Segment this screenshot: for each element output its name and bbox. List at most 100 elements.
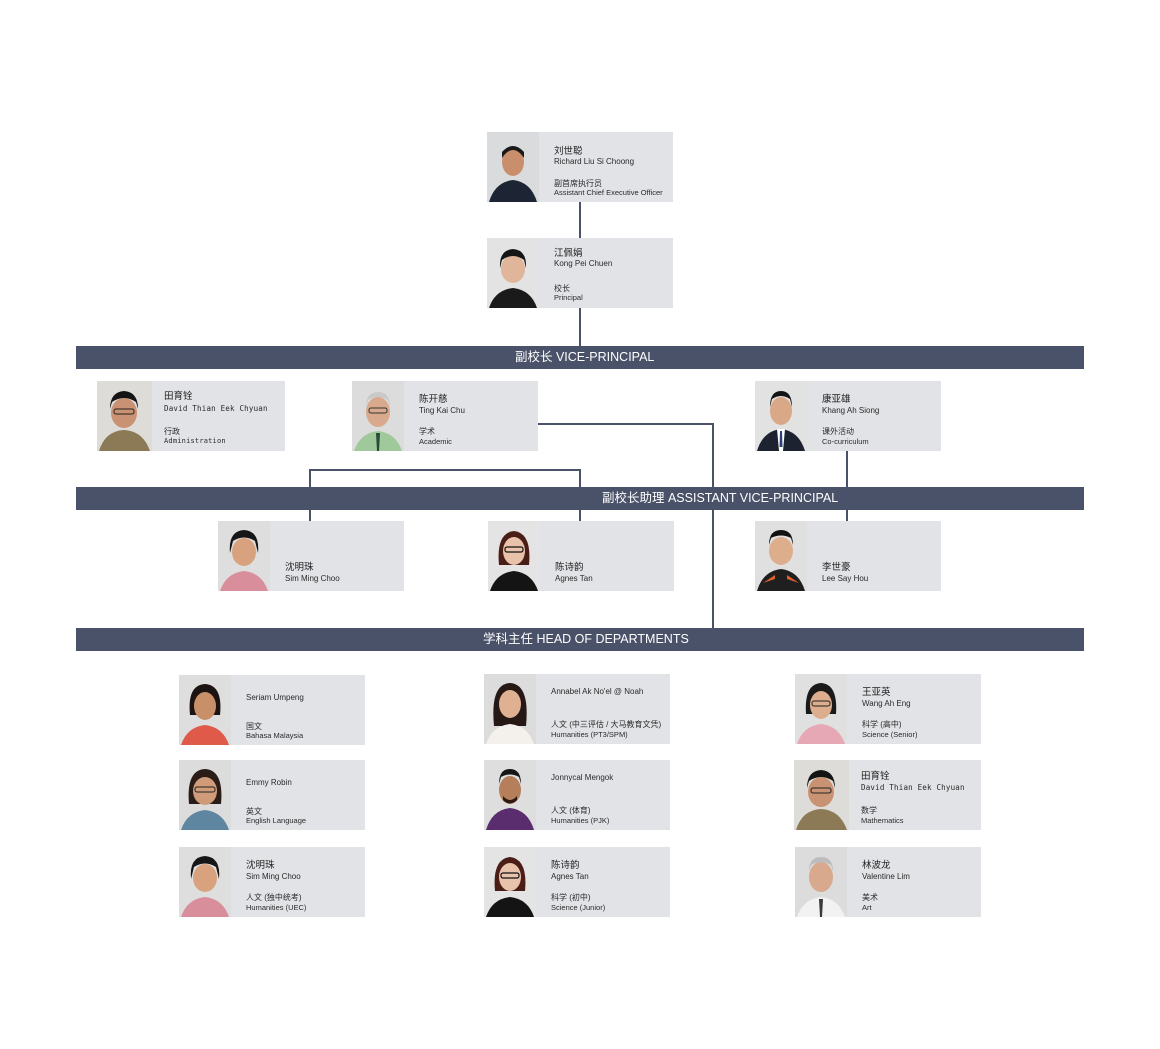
- role-chinese: 美术: [862, 893, 878, 902]
- card-avp-sim-ming-choo: 沈明珠 Sim Ming Choo: [218, 521, 404, 591]
- person-name-english: Sim Ming Choo: [246, 872, 301, 881]
- portrait-photo: [755, 521, 807, 591]
- portrait-photo: [352, 381, 404, 451]
- card-avp-agnes-tan: 陈诗韵 Agnes Tan: [488, 521, 674, 591]
- person-name-chinese: 陈开慈: [419, 394, 448, 405]
- card-head-bahasa-malaysia: Seriam Umpeng 国文 Bahasa Malaysia: [179, 675, 365, 745]
- connector-cocurriculum-avp: [846, 450, 848, 521]
- connector-principal-vp: [579, 307, 581, 346]
- person-name-english: Lee Say Hou: [822, 574, 869, 583]
- card-principal: 江佩娟 Kong Pei Chuen 校长 Principal: [487, 238, 673, 308]
- portrait-photo: [794, 760, 849, 830]
- role-english: Humanities (PJK): [551, 816, 610, 825]
- card-head-humanities-uec: 沈明珠 Sim Ming Choo 人文 (独中统考) Humanities (…: [179, 847, 365, 917]
- card-avp-lee-say-hou: 李世豪 Lee Say Hou: [755, 521, 941, 591]
- role-english: Science (Junior): [551, 903, 606, 912]
- connector-academic-vertical: [712, 423, 714, 628]
- person-name-chinese: 沈明珠: [246, 860, 275, 871]
- person-name-english: Wang Ah Eng: [862, 699, 911, 708]
- portrait-photo: [484, 674, 536, 744]
- person-name-english: Jonnycal Mengok: [551, 773, 614, 782]
- card-head-english-language: Emmy Robin 英文 English Language: [179, 760, 365, 830]
- role-chinese: 学术: [419, 427, 435, 436]
- person-name-chinese: 陈诗韵: [555, 562, 584, 573]
- portrait-photo: [218, 521, 270, 591]
- role-english: Humanities (PT3/SPM): [551, 730, 628, 739]
- portrait-photo: [487, 132, 539, 202]
- role-english: Mathematics: [861, 816, 904, 825]
- vice-principal-band-label: 副校长 VICE-PRINCIPAL: [515, 350, 655, 364]
- portrait-photo: [97, 381, 152, 451]
- card-head-humanities-pjk: Jonnycal Mengok 人文 (体育) Humanities (PJK): [484, 760, 670, 830]
- person-name-english: David Thian Eek Chyuan: [164, 404, 268, 413]
- role-english: Academic: [419, 437, 452, 446]
- role-chinese: 课外活动: [822, 427, 854, 436]
- person-name-english: Agnes Tan: [551, 872, 589, 881]
- card-head-humanities-pt3-spm: Annabel Ak No'el @ Noah 人文 (中三评估 / 大马教育文…: [484, 674, 670, 744]
- portrait-photo: [487, 238, 539, 308]
- person-name-english: Khang Ah Siong: [822, 406, 880, 415]
- person-name-chinese: 刘世聪: [554, 146, 583, 157]
- card-vp-academic: 陈开慈 Ting Kai Chu 学术 Academic: [352, 381, 538, 451]
- card-vp-administration: 田育铨 David Thian Eek Chyuan 行政 Administra…: [97, 381, 285, 451]
- role-chinese: 副首席执行员: [554, 179, 602, 188]
- role-english: English Language: [246, 816, 307, 825]
- person-name-chinese: 王亚英: [862, 687, 891, 698]
- role-english: Humanities (UEC): [246, 903, 307, 912]
- role-english: Assistant Chief Executive Officer: [554, 188, 663, 197]
- person-name-english: Seriam Umpeng: [246, 693, 304, 702]
- connector-avp-bracket-top: [309, 469, 581, 471]
- person-name-english: Agnes Tan: [555, 574, 593, 583]
- person-name-english: Kong Pei Chuen: [554, 259, 613, 268]
- role-chinese: 人文 (独中统考): [246, 893, 302, 902]
- role-chinese: 国文: [246, 722, 262, 731]
- role-english: Principal: [554, 293, 583, 302]
- person-name-english: Ting Kai Chu: [419, 406, 465, 415]
- person-name-english: Emmy Robin: [246, 778, 292, 787]
- portrait-photo: [488, 521, 540, 591]
- portrait-photo: [179, 847, 231, 917]
- portrait-photo: [484, 760, 536, 830]
- assistant-vice-principal-band: 副校长助理 ASSISTANT VICE-PRINCIPAL: [76, 487, 1084, 510]
- card-head-science-junior: 陈诗韵 Agnes Tan 科学 (初中) Science (Junior): [484, 847, 670, 917]
- card-head-science-senior: 王亚英 Wang Ah Eng 科学 (高中) Science (Senior): [795, 674, 981, 744]
- person-name-english: David Thian Eek Chyuan: [861, 783, 965, 792]
- head-of-departments-band: 学科主任 HEAD OF DEPARTMENTS: [76, 628, 1084, 651]
- connector-ceo-principal: [579, 201, 581, 239]
- role-chinese: 数学: [861, 806, 877, 815]
- person-name-english: Valentine Lim: [862, 872, 910, 881]
- portrait-photo: [795, 847, 847, 917]
- role-english: Science (Senior): [862, 730, 918, 739]
- person-name-english: Annabel Ak No'el @ Noah: [551, 687, 644, 696]
- person-name-chinese: 林波龙: [862, 860, 891, 871]
- role-english: Art: [862, 903, 872, 912]
- assistant-vice-principal-band-label: 副校长助理 ASSISTANT VICE-PRINCIPAL: [602, 491, 839, 505]
- role-chinese: 行政: [164, 427, 180, 436]
- portrait-photo: [795, 674, 847, 744]
- connector-academic-horizontal: [537, 423, 714, 425]
- person-name-chinese: 陈诗韵: [551, 860, 580, 871]
- portrait-photo: [179, 675, 231, 745]
- head-of-departments-band-label: 学科主任 HEAD OF DEPARTMENTS: [483, 632, 689, 646]
- person-name-chinese: 李世豪: [822, 562, 851, 573]
- portrait-photo: [484, 847, 536, 917]
- role-english: Bahasa Malaysia: [246, 731, 304, 740]
- role-chinese: 人文 (体育): [551, 806, 591, 815]
- portrait-photo: [755, 381, 807, 451]
- portrait-photo: [179, 760, 231, 830]
- card-head-art: 林波龙 Valentine Lim 美术 Art: [795, 847, 981, 917]
- role-chinese: 人文 (中三评估 / 大马教育文凭): [551, 720, 662, 729]
- person-name-chinese: 沈明珠: [285, 562, 314, 573]
- person-name-chinese: 江佩娟: [554, 248, 583, 259]
- role-chinese: 科学 (初中): [551, 893, 591, 902]
- role-chinese: 校长: [554, 284, 570, 293]
- card-vp-cocurriculum: 康亚雄 Khang Ah Siong 课外活动 Co-curriculum: [755, 381, 941, 451]
- role-chinese: 科学 (高中): [862, 720, 902, 729]
- person-name-chinese: 田育铨: [861, 771, 890, 782]
- person-name-chinese: 康亚雄: [822, 394, 851, 405]
- person-name-chinese: 田育铨: [164, 391, 193, 402]
- vice-principal-band: 副校长 VICE-PRINCIPAL: [76, 346, 1084, 369]
- card-assistant-ceo: 刘世聪 Richard Liu Si Choong 副首席执行员 Assista…: [487, 132, 673, 202]
- card-head-mathematics: 田育铨 David Thian Eek Chyuan 数学 Mathematic…: [794, 760, 981, 830]
- person-name-english: Sim Ming Choo: [285, 574, 340, 583]
